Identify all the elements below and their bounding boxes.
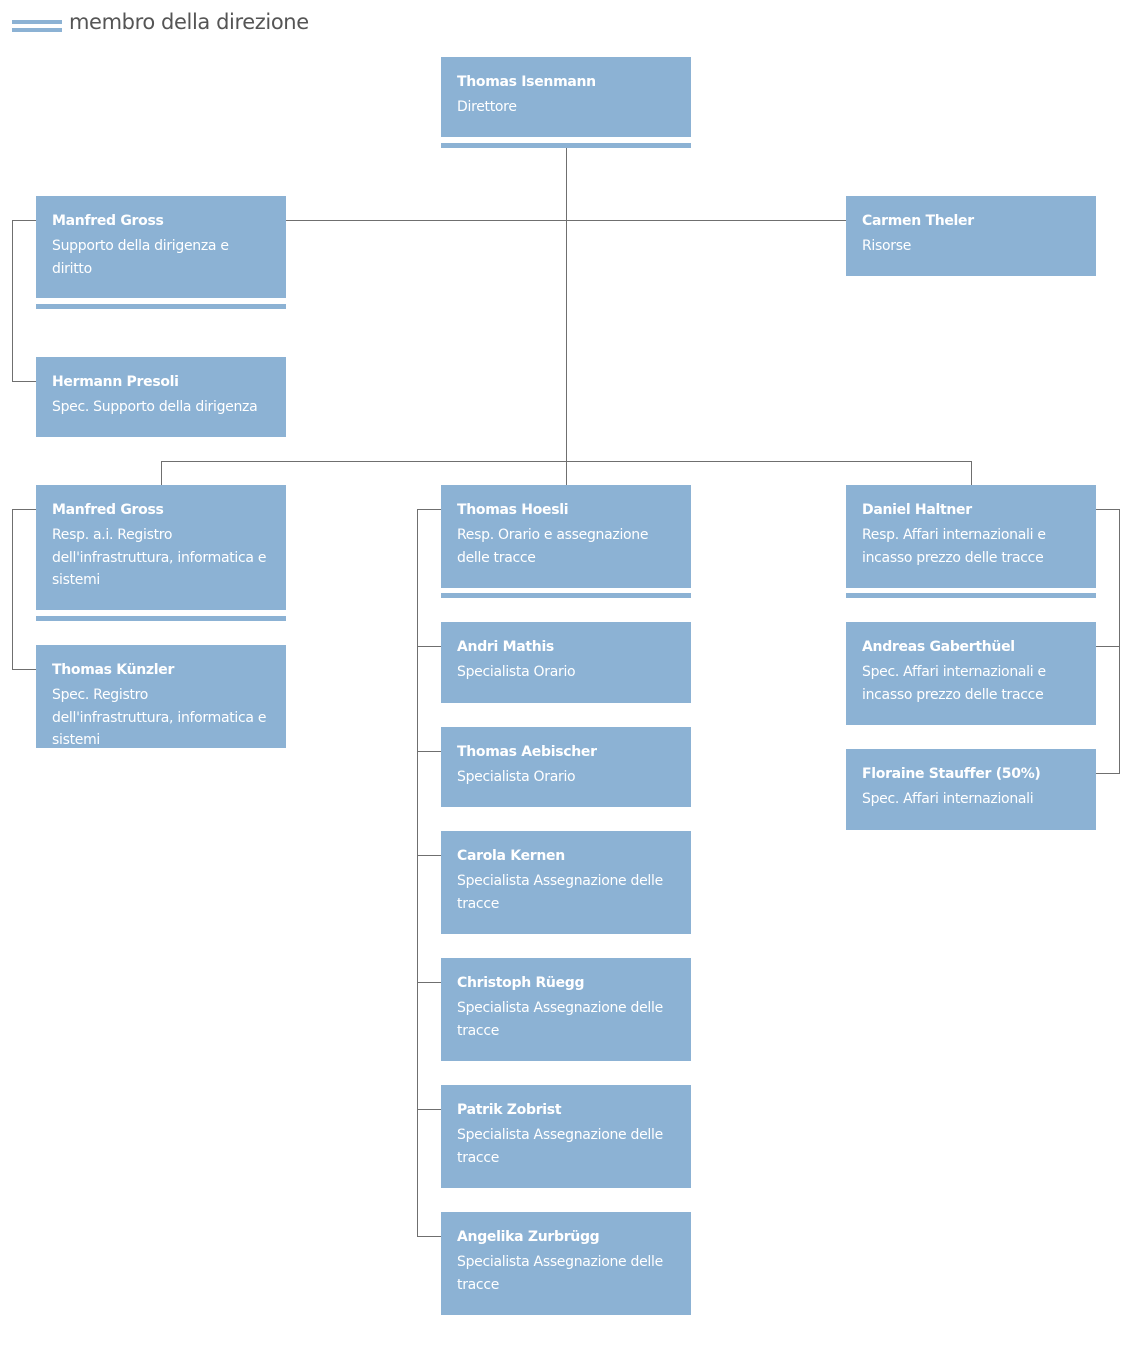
person-role: Specialista Assegnazione delle tracce (457, 1254, 663, 1293)
person-name: Carmen Theler (862, 213, 974, 229)
legend-label: membro della direzione (69, 10, 309, 34)
legend-marker (12, 20, 62, 34)
person-name: Thomas Isenmann (457, 74, 596, 90)
person-role: Risorse (862, 238, 912, 254)
member-underline (36, 304, 286, 309)
person-name: Floraine Stauffer (50%) (862, 766, 1041, 782)
person-name: Hermann Presoli (52, 374, 179, 390)
member-underline (441, 143, 691, 148)
person-name: Carola Kernen (457, 848, 565, 864)
org-box-gaberthuel: Andreas Gaberthüel Spec. Affari internaz… (846, 622, 1096, 725)
person-role: Spec. Affari internazionali (862, 791, 1034, 807)
person-role: Resp. Orario e assegnazione delle tracce (457, 527, 649, 566)
person-role: Specialista Orario (457, 769, 576, 785)
org-box-aebischer: Thomas Aebischer Specialista Orario (441, 727, 691, 807)
connector-gross-support-presoli (12, 220, 36, 382)
connector-gross-registry-kuenzler (12, 509, 36, 670)
person-name: Angelika Zurbrügg (457, 1229, 600, 1245)
org-box-mathis: Andri Mathis Specialista Orario (441, 622, 691, 703)
org-box-haltner: Daniel Haltner Resp. Affari internaziona… (846, 485, 1096, 588)
org-box-theler: Carmen Theler Risorse (846, 196, 1096, 276)
connector-divisions (161, 461, 972, 485)
person-role: Specialista Assegnazione delle tracce (457, 1127, 663, 1166)
org-box-zurbruegg: Angelika Zurbrügg Specialista Assegnazio… (441, 1212, 691, 1315)
person-role: Spec. Supporto della dirigenza (52, 399, 258, 415)
person-name: Andreas Gaberthüel (862, 639, 1015, 655)
member-underline (846, 593, 1096, 598)
org-box-kuenzler: Thomas Künzler Spec. Registro dell'infra… (36, 645, 286, 748)
org-box-zobrist: Patrik Zobrist Specialista Assegnazione … (441, 1085, 691, 1188)
connector-hoesli-team (417, 509, 441, 1237)
member-underline (441, 593, 691, 598)
person-name: Andri Mathis (457, 639, 554, 655)
legend-marker-bar (12, 20, 62, 24)
person-name: Christoph Rüegg (457, 975, 585, 991)
person-name: Thomas Hoesli (457, 502, 569, 518)
person-name: Thomas Aebischer (457, 744, 597, 760)
person-role: Specialista Orario (457, 664, 576, 680)
person-role: Resp. Affari internazionali e incasso pr… (862, 527, 1046, 566)
org-box-kernen: Carola Kernen Specialista Assegnazione d… (441, 831, 691, 934)
connector-haltner-team (1096, 509, 1120, 774)
org-box-presoli: Hermann Presoli Spec. Supporto della dir… (36, 357, 286, 437)
legend-marker-bar (12, 28, 62, 32)
person-name: Manfred Gross (52, 213, 164, 229)
person-role: Specialista Assegnazione delle tracce (457, 873, 663, 912)
person-name: Daniel Haltner (862, 502, 972, 518)
person-name: Patrik Zobrist (457, 1102, 562, 1118)
org-box-hoesli: Thomas Hoesli Resp. Orario e assegnazion… (441, 485, 691, 588)
person-role: Direttore (457, 99, 517, 115)
member-underline (36, 616, 286, 621)
person-name: Thomas Künzler (52, 662, 175, 678)
person-name: Manfred Gross (52, 502, 164, 518)
person-role: Spec. Affari internazionali e incasso pr… (862, 664, 1046, 703)
org-box-rueegg: Christoph Rüegg Specialista Assegnazione… (441, 958, 691, 1061)
org-box-gross-support: Manfred Gross Supporto della dirigenza e… (36, 196, 286, 298)
org-box-stauffer: Floraine Stauffer (50%) Spec. Affari int… (846, 749, 1096, 830)
person-role: Supporto della dirigenza e diritto (52, 238, 229, 277)
person-role: Specialista Assegnazione delle tracce (457, 1000, 663, 1039)
org-box-gross-registry: Manfred Gross Resp. a.i. Registro dell'i… (36, 485, 286, 610)
org-box-isenmann: Thomas Isenmann Direttore (441, 57, 691, 137)
person-role: Resp. a.i. Registro dell'infrastruttura,… (52, 527, 267, 588)
person-role: Spec. Registro dell'infrastruttura, info… (52, 687, 267, 748)
